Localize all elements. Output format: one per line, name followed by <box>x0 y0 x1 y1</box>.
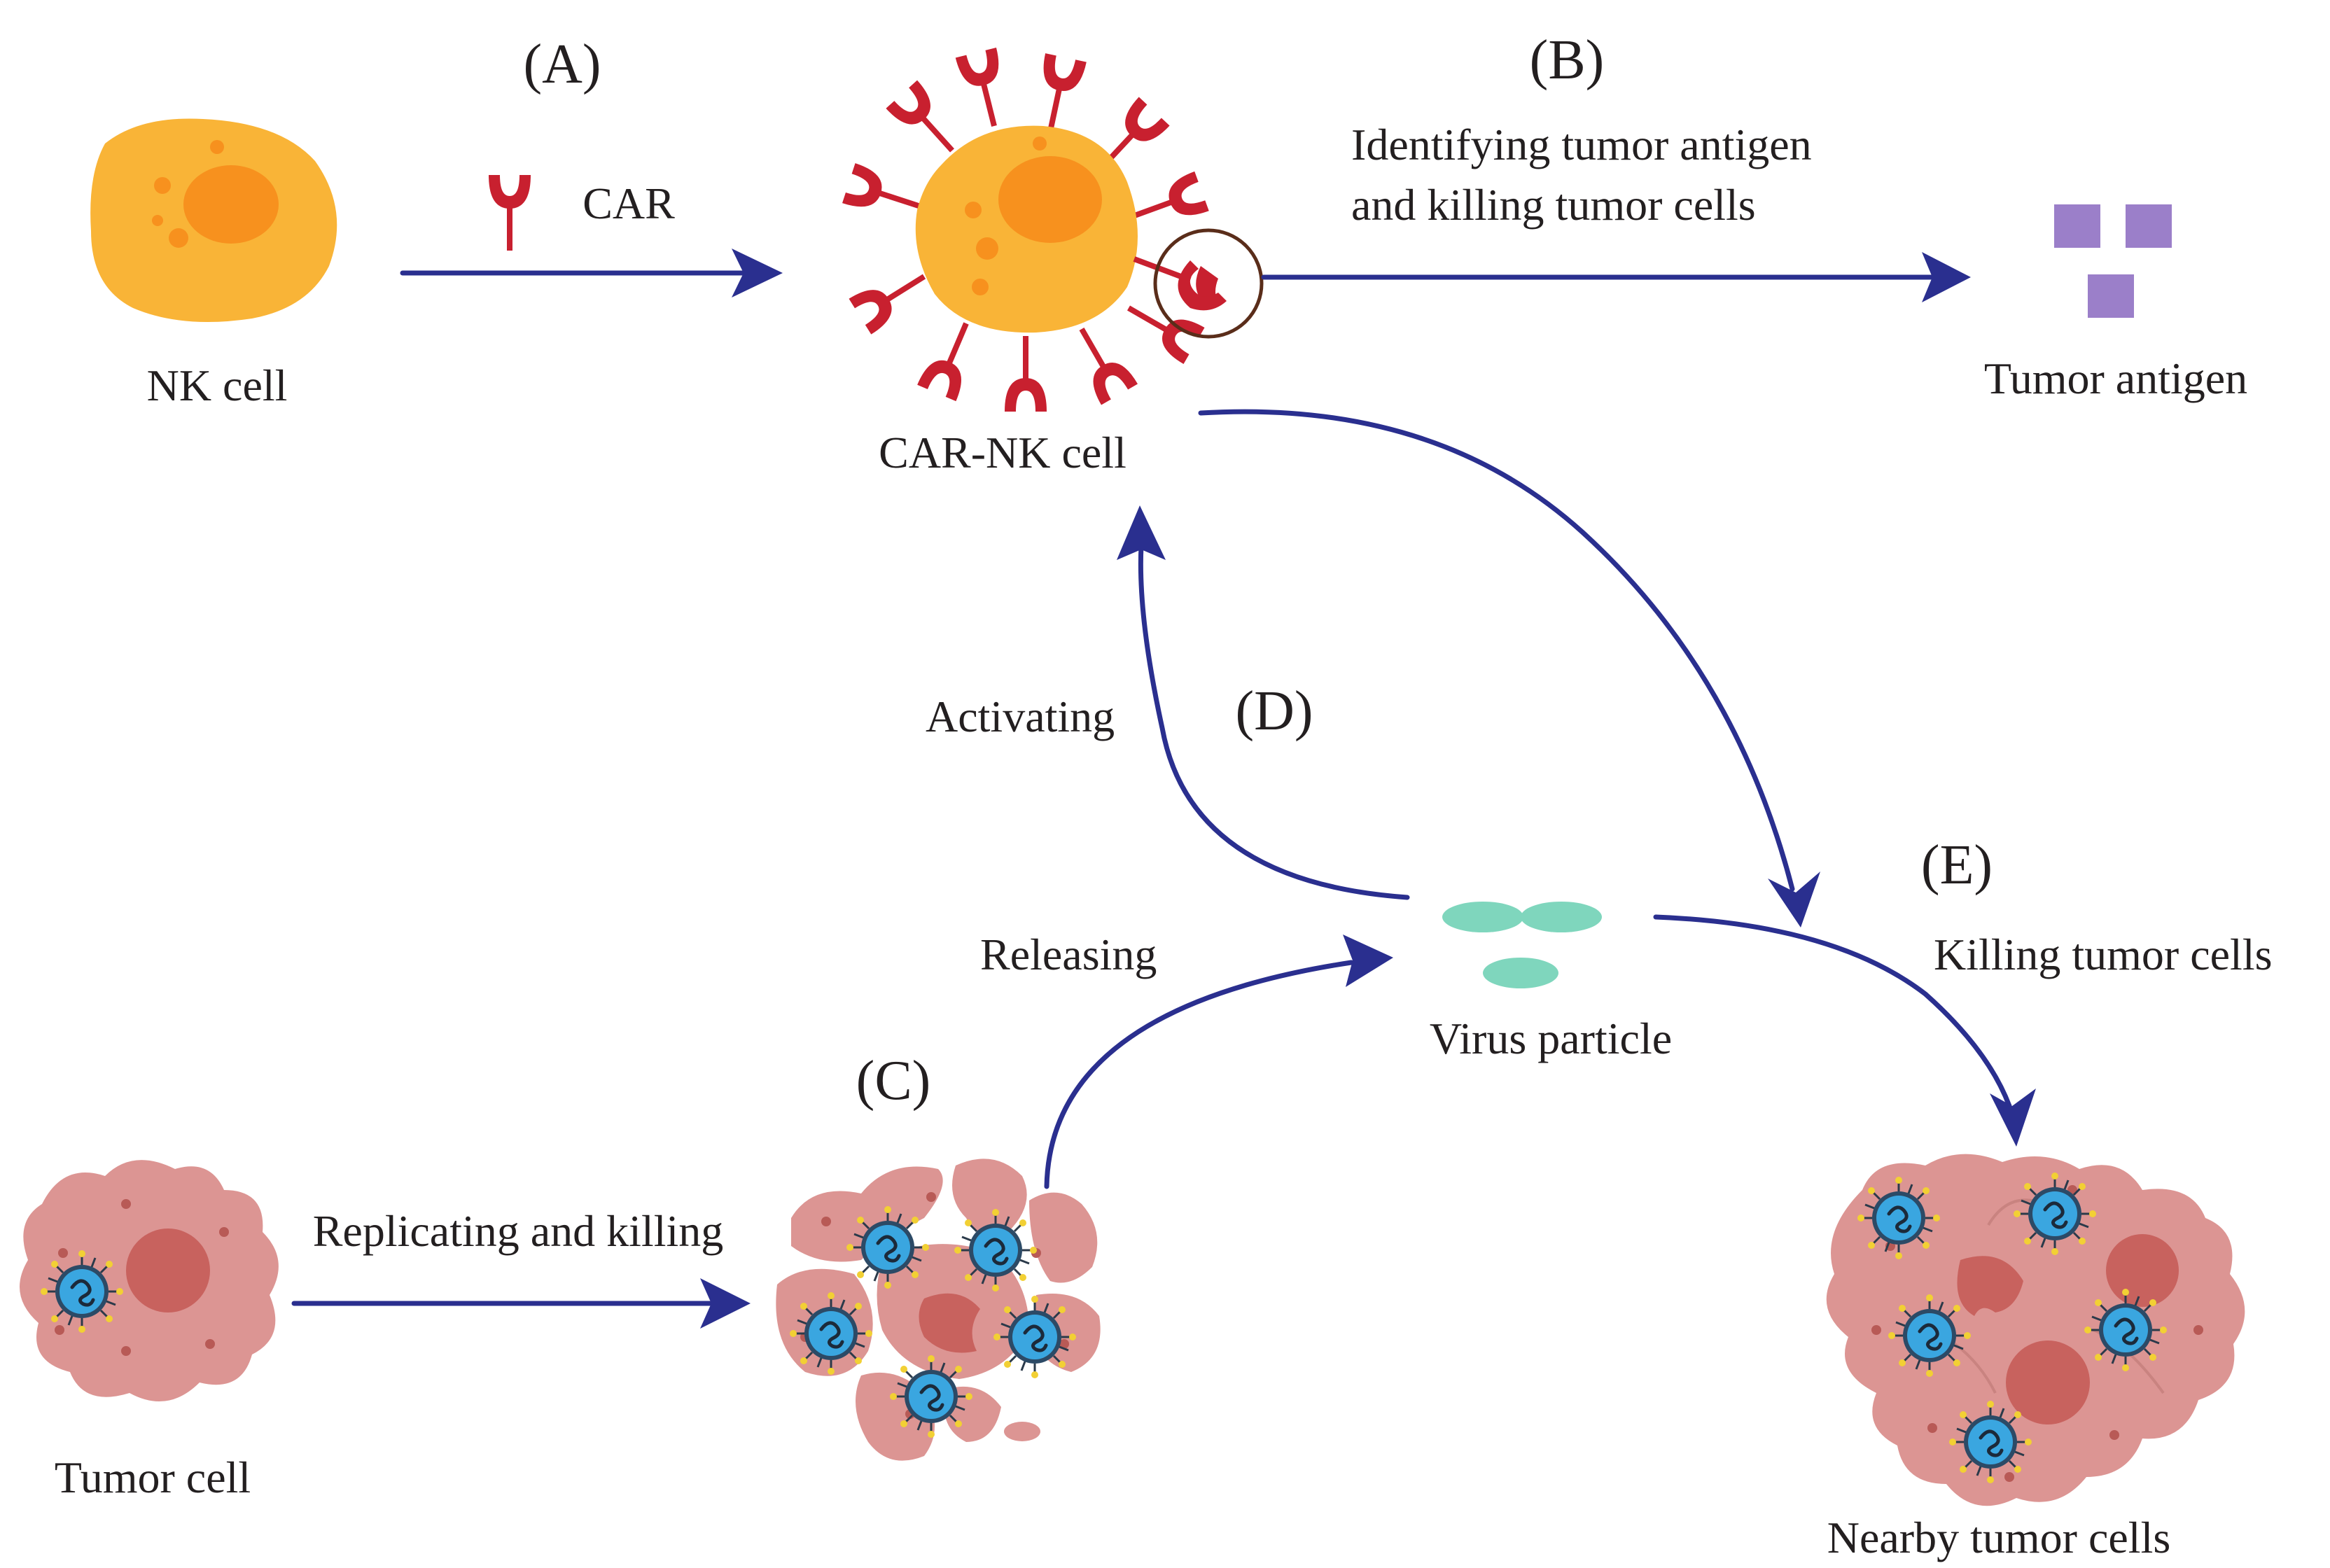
lysed-tumor-cell <box>776 1158 1101 1461</box>
arrow-replicating <box>291 1278 751 1329</box>
arrow-car-nk-to-antigen <box>1261 252 1971 302</box>
car-nk-cell <box>842 48 1264 412</box>
arrow-car-nk-to-virus-site <box>1198 409 1820 927</box>
replicating-label: Replicating and killing <box>313 1206 724 1256</box>
virus-icon <box>2084 1289 2167 1371</box>
arrow-nk-to-car-nk <box>400 248 783 298</box>
tumor-antigen-label: Tumor antigen <box>1984 354 2247 403</box>
identifying-label-line2: and killing tumor cells <box>1351 180 1756 230</box>
car-nk-cell-label: CAR-NK cell <box>879 428 1126 477</box>
step-e-label: (E) <box>1921 834 1993 896</box>
nearby-tumor-cells-label: Nearby tumor cells <box>1827 1513 2171 1562</box>
virus-icon <box>790 1292 872 1375</box>
highlighted-car-receptor <box>1133 228 1264 339</box>
step-a-label: (A) <box>523 34 601 95</box>
releasing-label: Releasing <box>980 930 1157 979</box>
virus-icon <box>890 1355 972 1438</box>
step-c-label: (C) <box>856 1050 931 1112</box>
virus-icon <box>1888 1294 1971 1377</box>
virus-particles <box>1442 902 1602 988</box>
virus-icon <box>993 1296 1076 1378</box>
nk-cell <box>90 118 337 322</box>
identifying-label-line1: Identifying tumor antigen <box>1351 120 1812 169</box>
arrow-releasing <box>1044 934 1393 1189</box>
step-d-label: (D) <box>1235 680 1313 742</box>
virus-icon <box>1949 1401 2032 1483</box>
tumor-cell-label: Tumor cell <box>55 1452 251 1502</box>
arrow-killing-tumor-cells <box>1653 914 2036 1147</box>
virus-icon <box>954 1209 1037 1292</box>
nk-cell-label: NK cell <box>147 360 288 410</box>
killing-tumor-cells-label: Killing tumor cells <box>1934 930 2273 979</box>
step-b-label: (B) <box>1530 29 1605 91</box>
nearby-tumor-cells <box>1826 1154 2245 1506</box>
tumor-antigen-squares <box>2054 204 2172 318</box>
car-label: CAR <box>582 178 675 228</box>
car-receptor-icon <box>489 175 531 251</box>
virus-particle-label: Virus particle <box>1430 1014 1672 1063</box>
virus-icon <box>2014 1172 2096 1255</box>
virus-icon <box>1857 1177 1940 1259</box>
activating-label: Activating <box>926 692 1115 741</box>
arrow-activating <box>1117 505 1410 900</box>
virus-icon <box>41 1250 123 1333</box>
virus-icon <box>846 1206 929 1289</box>
tumor-cell <box>19 1160 279 1401</box>
